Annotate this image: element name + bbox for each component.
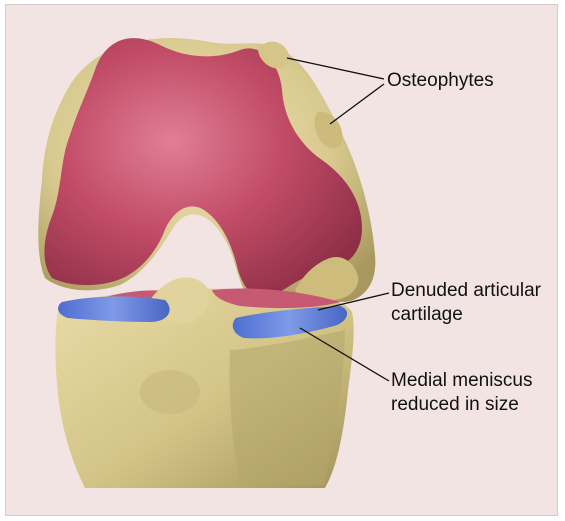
tibia-shadow	[229, 330, 345, 485]
label-denuded-line2: cartilage	[391, 303, 463, 326]
leader-osteophytes-2	[330, 84, 384, 124]
label-meniscus-line1: Medial meniscus	[391, 369, 533, 392]
label-osteophytes: Osteophytes	[387, 69, 494, 92]
lateral-meniscus	[58, 296, 170, 322]
label-denuded-line1: Denuded articular	[391, 279, 541, 302]
label-meniscus-line2: reduced in size	[391, 393, 519, 416]
tibia-tuberosity	[140, 370, 200, 414]
